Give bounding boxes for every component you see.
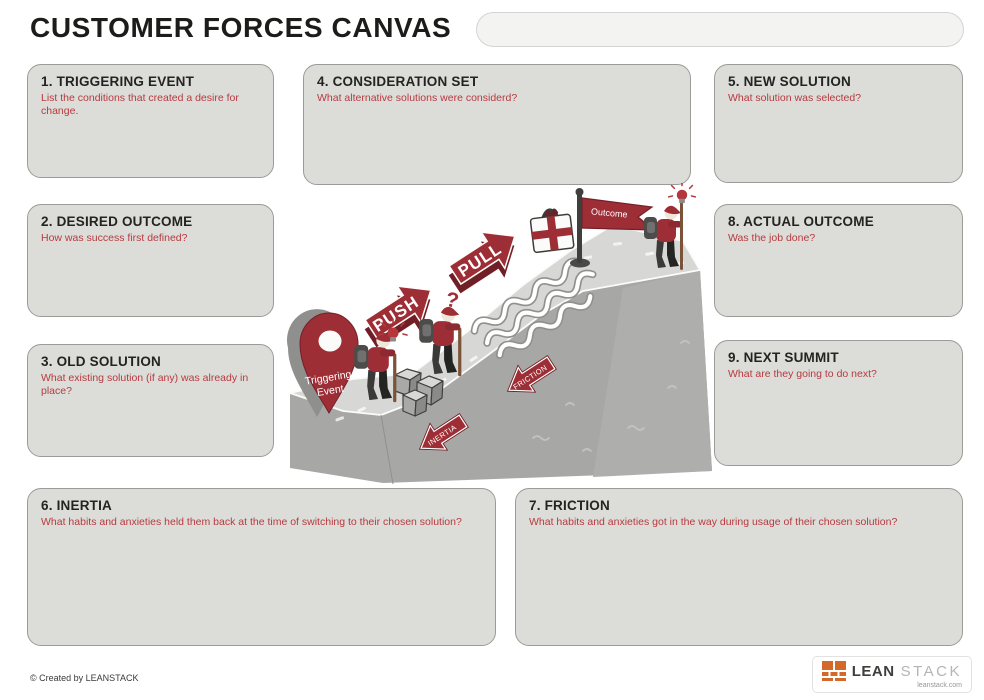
box-5-new-solution: 5. NEW SOLUTION What solution was select… bbox=[714, 64, 963, 183]
push-arrow-icon: PUSH bbox=[364, 285, 432, 348]
box-8-actual-outcome: 8. ACTUAL OUTCOME Was the job done? bbox=[714, 204, 963, 317]
box-title: 1. TRIGGERING EVENT bbox=[41, 74, 195, 89]
credit-line: © Created by LEANSTACK bbox=[30, 673, 139, 683]
outcome-label: Outcome bbox=[591, 206, 628, 219]
box-subtitle: What habits and anxieties got in the way… bbox=[529, 516, 898, 528]
boulders-icon bbox=[394, 368, 444, 417]
box-3-old-solution: 3. OLD SOLUTION What existing solution (… bbox=[27, 344, 274, 457]
box-6-inertia: 6. INERTIA What habits and anxieties hel… bbox=[27, 488, 496, 646]
pin-label-line2: Event bbox=[316, 383, 344, 399]
box-title: 3. OLD SOLUTION bbox=[41, 354, 162, 369]
box-subtitle: What solution was selected? bbox=[728, 92, 862, 104]
hiker-2: ? bbox=[419, 288, 462, 377]
box-subtitle: What alternative solutions were consider… bbox=[317, 92, 518, 104]
box-9-next-summit: 9. NEXT SUMMIT What are they going to do… bbox=[714, 340, 963, 466]
gift-icon bbox=[529, 208, 575, 254]
leanstack-logo: LEAN STACK leanstack.com bbox=[811, 656, 972, 693]
hiker-3-summit bbox=[644, 183, 697, 270]
box-subtitle: List the conditions that created a desir… bbox=[41, 92, 239, 118]
brand-lean: LEAN bbox=[851, 662, 895, 680]
customer-journey-illustration: Triggering Event PUSH PULL Outcome ? bbox=[287, 183, 712, 485]
box-title: 6. INERTIA bbox=[41, 498, 113, 513]
box-subtitle: What existing solution (if any) was alre… bbox=[41, 372, 249, 398]
question-mark: ? bbox=[443, 288, 460, 313]
box-4-consideration-set: 4. CONSIDERATION SET What alternative so… bbox=[303, 64, 691, 185]
box-2-desired-outcome: 2. DESIRED OUTCOME How was success first… bbox=[27, 204, 274, 317]
brand-stack: STACK bbox=[900, 662, 962, 680]
inertia-arrow-icon: INERTIA bbox=[418, 413, 469, 451]
box-title: 9. NEXT SUMMIT bbox=[728, 350, 839, 365]
messy-path-icon bbox=[470, 257, 597, 359]
page-title: CUSTOMER FORCES CANVAS bbox=[30, 12, 452, 43]
friction-arrow-icon: FRICTION bbox=[506, 355, 557, 393]
pull-arrow-icon: PULL bbox=[448, 231, 516, 294]
box-subtitle: What are they going to do next? bbox=[728, 368, 877, 380]
box-7-friction: 7. FRICTION What habits and anxieties go… bbox=[515, 488, 963, 646]
box-title: 7. FRICTION bbox=[529, 498, 610, 513]
mountain-right-face bbox=[593, 270, 712, 477]
brick-logo-icon bbox=[821, 661, 846, 681]
box-title: 5. NEW SOLUTION bbox=[728, 74, 852, 89]
triggering-event-pin-icon: Triggering Event bbox=[287, 309, 359, 417]
rock-texture bbox=[532, 340, 690, 452]
outcome-flag-icon: Outcome bbox=[570, 188, 656, 268]
box-subtitle: How was success first defined? bbox=[41, 232, 188, 244]
box-title: 2. DESIRED OUTCOME bbox=[41, 214, 193, 229]
canvas-title-input[interactable] bbox=[476, 12, 964, 47]
brand-url: leanstack.com bbox=[917, 682, 962, 689]
box-subtitle: Was the job done? bbox=[728, 232, 816, 244]
box-1-triggering-event: 1. TRIGGERING EVENT List the conditions … bbox=[27, 64, 274, 178]
box-subtitle: What habits and anxieties held them back… bbox=[41, 516, 462, 528]
box-title: 8. ACTUAL OUTCOME bbox=[728, 214, 874, 229]
box-title: 4. CONSIDERATION SET bbox=[317, 74, 479, 89]
